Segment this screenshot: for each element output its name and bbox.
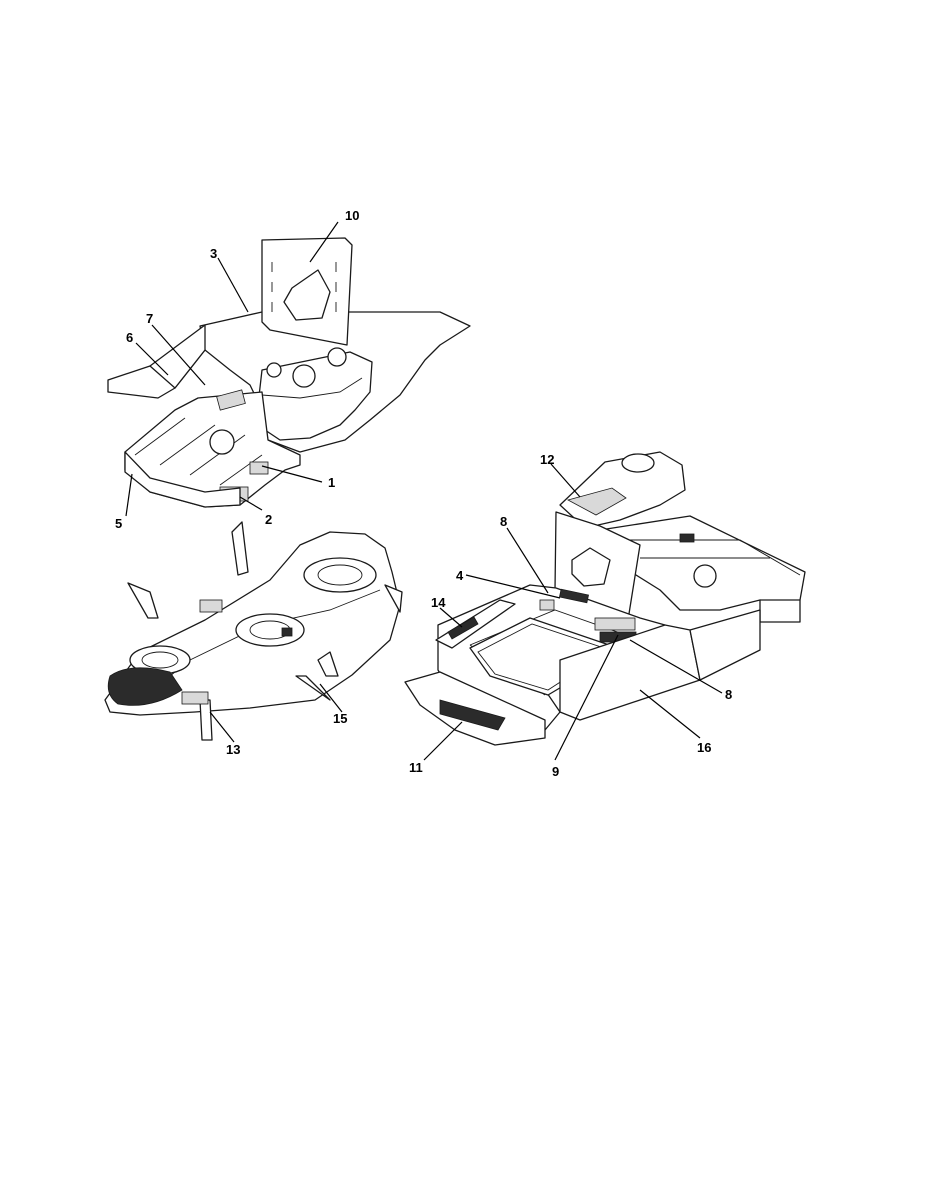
callout-9: 9	[552, 764, 559, 779]
callout-16: 16	[697, 740, 711, 755]
callout-labels: 10 3 7 6 1 2 5 12 8 4 14 8 16 9 11 13 15	[115, 208, 732, 779]
callout-10: 10	[345, 208, 359, 223]
callout-6: 6	[126, 330, 133, 345]
leader-lines	[125, 221, 723, 761]
callout-14: 14	[431, 595, 446, 610]
callout-8-top: 8	[500, 514, 507, 529]
callout-12: 12	[540, 452, 554, 467]
side-panel-right	[559, 624, 701, 721]
callout-11: 11	[409, 760, 423, 775]
front-bumper	[404, 671, 546, 746]
callout-7: 7	[146, 311, 153, 326]
callout-15: 15	[333, 711, 347, 726]
callout-13: 13	[226, 742, 240, 757]
callout-4: 4	[456, 568, 464, 583]
mower-deck-assembly	[104, 521, 403, 741]
callout-8-right: 8	[725, 687, 732, 702]
discharge-opening	[107, 667, 183, 706]
callout-2: 2	[265, 512, 272, 527]
frame-assembly-upper-left	[107, 237, 471, 508]
callout-5: 5	[115, 516, 122, 531]
callout-3: 3	[210, 246, 217, 261]
callout-1: 1	[328, 475, 335, 490]
frame-assembly-right	[404, 451, 806, 746]
